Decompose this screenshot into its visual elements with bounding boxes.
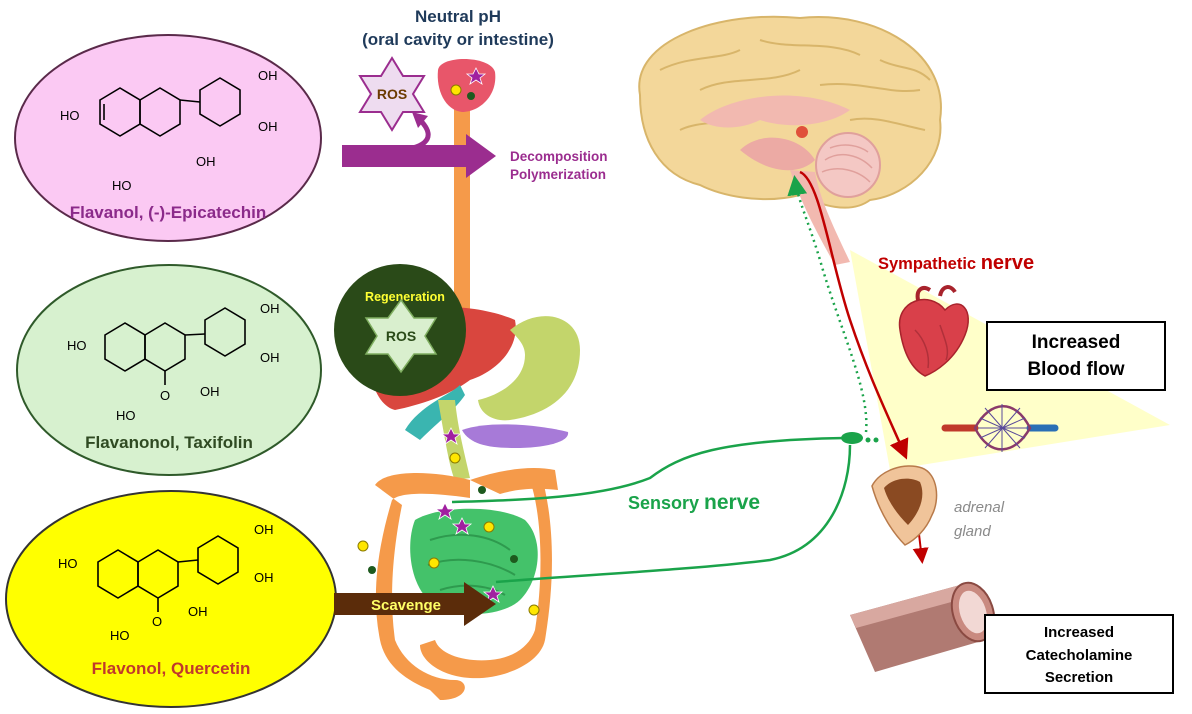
adrenal-label-line2: gland [954, 523, 991, 540]
atom-label: HO [60, 108, 80, 123]
atom-label: OH [200, 384, 220, 399]
atom-label: HO [58, 556, 78, 571]
sympathetic-label-prefix: Sympathetic [878, 255, 981, 273]
capillary-bed-illustration [941, 404, 1059, 452]
ros-star-markers [434, 67, 504, 603]
catecholamine-line2: Catecholamine [1026, 647, 1133, 664]
atom-label: O [152, 614, 162, 629]
adrenal-gland-illustration [871, 465, 938, 546]
compound-name-taxifolin: Flavanonol, Taxifolin [85, 433, 253, 452]
atom-label: OH [254, 570, 274, 585]
polymerization-label: Polymerization [510, 167, 606, 182]
neutral-ph-title: Neutral pH [415, 7, 501, 26]
atom-label: OH [254, 522, 274, 537]
sensory-nerve-label: Sensory nerve [628, 491, 760, 514]
adrenal-label-line1: adrenal [954, 499, 1005, 516]
scavenge-label: Scavenge [371, 597, 441, 614]
sensory-nerve-upper [451, 436, 846, 504]
atom-label: OH [260, 301, 280, 316]
heart-illustration [898, 285, 969, 377]
neutral-ph-subtitle: (oral cavity or intestine) [362, 30, 554, 49]
blood-flow-box: Increased Blood flow [986, 321, 1166, 391]
atom-label: HO [67, 338, 87, 353]
catecholamine-line3: Secretion [1045, 669, 1113, 686]
atom-label: HO [110, 628, 130, 643]
decomposition-arrow [342, 134, 496, 178]
atom-label: OH [258, 68, 278, 83]
atom-label: HO [112, 178, 132, 193]
sensory-nerve-lower [495, 444, 852, 584]
sensory-label-word: nerve [704, 491, 760, 514]
atom-label: OH [258, 119, 278, 134]
sensory-ganglion [841, 432, 863, 444]
catecholamine-box: Increased Catecholamine Secretion [984, 614, 1174, 694]
afferent-dotted-pathway [787, 175, 868, 433]
catecholamine-line1: Increased [1044, 624, 1114, 641]
sympathetic-nerve-label: Sympathetic nerve [878, 252, 1034, 274]
atom-label: OH [260, 350, 280, 365]
quercetin-structure [97, 535, 239, 612]
epicatechin-ellipse [14, 34, 322, 242]
regeneration-badge: Regeneration ROS [334, 264, 466, 396]
scavenge-arrow: Scavenge [334, 582, 496, 626]
atom-label: HO [116, 408, 136, 423]
ros-label: ROS [377, 86, 407, 102]
sympathetic-label-word: nerve [981, 252, 1034, 274]
blood-vessel-illustration [850, 581, 996, 672]
brain-illustration [638, 15, 942, 265]
molecule-atom-labels: HO OH HO OH OH HO OH HO OH OH O HO OH HO… [58, 68, 280, 643]
taxifolin-structure [104, 307, 246, 385]
blood-flow-line1: Increased [1032, 332, 1121, 353]
compound-name-epicatechin: Flavanol, (-)-Epicatechin [70, 203, 266, 222]
taxifolin-ellipse [16, 264, 322, 476]
regeneration-label: Regeneration [365, 290, 445, 304]
atom-label: O [160, 388, 170, 403]
epicatechin-structure [99, 77, 241, 137]
sympathetic-nerve [799, 170, 909, 460]
sensory-label-prefix: Sensory [628, 493, 704, 513]
decomposition-label: Decomposition [510, 149, 608, 164]
atom-label: OH [188, 604, 208, 619]
compound-name-quercetin: Flavonol, Quercetin [92, 659, 251, 678]
blood-flow-line2: Blood flow [1027, 359, 1124, 380]
ros-star: ROS [358, 56, 426, 132]
atom-label: OH [196, 154, 216, 169]
regeneration-ros-label: ROS [386, 328, 416, 344]
